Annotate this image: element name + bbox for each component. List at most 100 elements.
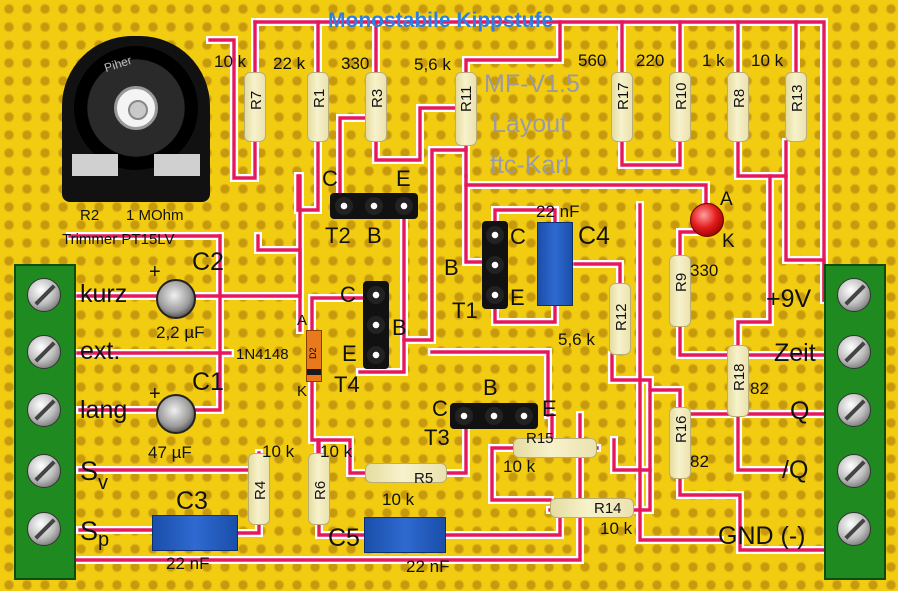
trace bbox=[638, 203, 722, 542]
trimmer-leg-right bbox=[154, 154, 200, 176]
terminal-label-q: Q bbox=[790, 397, 810, 425]
screw-ext[interactable] bbox=[27, 335, 61, 369]
trace bbox=[256, 234, 302, 332]
transistor-t2 bbox=[330, 193, 418, 219]
r12-ref: R12 bbox=[613, 303, 630, 331]
trace bbox=[736, 415, 788, 472]
terminal-label-gnd: GND (-) bbox=[718, 522, 806, 550]
screw-lang[interactable] bbox=[27, 393, 61, 427]
trace-outline bbox=[442, 506, 564, 539]
trace bbox=[573, 262, 622, 285]
r7-ref: R7 bbox=[248, 90, 265, 110]
screw-sp[interactable] bbox=[27, 512, 61, 546]
screw-sv[interactable] bbox=[27, 454, 61, 488]
trace bbox=[236, 523, 261, 535]
r15-ref: R15 bbox=[526, 430, 554, 447]
resistor-r4 bbox=[248, 453, 270, 525]
resistor-r7 bbox=[244, 72, 266, 142]
led bbox=[690, 203, 724, 237]
r14-ref: R14 bbox=[594, 500, 622, 517]
t1-b: B bbox=[444, 255, 459, 280]
capacitor-c1 bbox=[156, 394, 196, 434]
r17-ref: R17 bbox=[615, 82, 632, 110]
trace bbox=[358, 202, 406, 374]
trace bbox=[464, 20, 562, 74]
t2-b: B bbox=[367, 223, 382, 248]
r18-ref: R18 bbox=[731, 363, 748, 391]
resistor-r17 bbox=[611, 72, 633, 142]
terminal-label-kurz: kurz bbox=[80, 280, 128, 308]
r2-type: Trimmer PT15LV bbox=[62, 231, 175, 248]
terminal-label-lang: lang bbox=[80, 396, 128, 424]
r17-value: 560 bbox=[578, 51, 607, 70]
screw-kurz[interactable] bbox=[27, 278, 61, 312]
r8-ref: R8 bbox=[731, 88, 748, 108]
layout-author: ftc-Karl bbox=[490, 151, 570, 179]
sv-main: S bbox=[80, 456, 99, 486]
screw-nq[interactable] bbox=[837, 454, 871, 488]
terminal-label-zeit: Zeit bbox=[774, 339, 816, 367]
trace bbox=[784, 174, 826, 302]
c1-polarity: + bbox=[149, 383, 161, 405]
transistor-t3 bbox=[450, 403, 538, 429]
r15-value: 10 k bbox=[503, 457, 536, 476]
trace bbox=[68, 413, 582, 562]
capacitor-c3 bbox=[152, 515, 238, 551]
sv-sub: v bbox=[98, 472, 109, 494]
trace bbox=[736, 140, 788, 178]
trace bbox=[338, 116, 378, 206]
trace bbox=[445, 413, 468, 475]
trace bbox=[374, 106, 468, 162]
trace-outline bbox=[734, 138, 790, 180]
t3-e: E bbox=[542, 396, 557, 421]
screw-gnd[interactable] bbox=[837, 512, 871, 546]
resistor-r3 bbox=[365, 72, 387, 142]
resistor-r11 bbox=[455, 72, 477, 146]
d2-type: 1N4148 bbox=[236, 346, 289, 363]
screw-q[interactable] bbox=[837, 393, 871, 427]
r1-value: 22 k bbox=[273, 54, 306, 73]
trace-outline bbox=[676, 323, 844, 359]
trace-outline bbox=[462, 181, 710, 207]
sp-main: S bbox=[80, 516, 99, 546]
terminal-label-sp: Sp bbox=[80, 516, 109, 551]
terminal-label-sv: Sv bbox=[80, 456, 108, 494]
led-cathode: K bbox=[722, 231, 735, 252]
screw-9v[interactable] bbox=[837, 278, 871, 312]
resistor-r14 bbox=[550, 498, 634, 518]
r14-value: 10 k bbox=[600, 519, 633, 538]
resistor-r6 bbox=[308, 453, 330, 525]
trace-outline bbox=[571, 260, 624, 287]
trace bbox=[402, 148, 468, 342]
terminal-label-9v: +9V bbox=[766, 285, 812, 313]
r13-ref: R13 bbox=[789, 84, 806, 112]
r10-ref: R10 bbox=[673, 82, 690, 110]
t4-ref: T4 bbox=[334, 372, 360, 397]
trace bbox=[736, 174, 772, 347]
r10-value: 220 bbox=[636, 51, 665, 70]
trimmer-knob: Piher bbox=[74, 46, 198, 170]
trimmer-leg-left bbox=[72, 154, 118, 176]
terminal-label-nq: /Q bbox=[782, 456, 809, 484]
trace bbox=[317, 523, 366, 537]
trace bbox=[678, 477, 842, 552]
trace-outline bbox=[618, 138, 684, 169]
r5-value: 10 k bbox=[382, 490, 415, 509]
trace bbox=[317, 438, 367, 475]
t2-ref: T2 bbox=[325, 223, 351, 248]
c4-value: 22 nF bbox=[536, 202, 580, 221]
trace bbox=[490, 446, 552, 502]
screw-zeit[interactable] bbox=[837, 335, 871, 369]
trace-outline bbox=[646, 386, 684, 411]
t1-c: C bbox=[510, 224, 526, 249]
trace bbox=[78, 234, 222, 412]
c4-ref: C4 bbox=[578, 222, 610, 250]
trace bbox=[208, 38, 236, 62]
transistor-t1 bbox=[482, 221, 508, 309]
r11-value: 5,6 k bbox=[414, 55, 451, 74]
t3-c: C bbox=[432, 396, 448, 421]
c2-ref: C2 bbox=[192, 248, 224, 276]
t2-c: C bbox=[322, 166, 338, 191]
r9-ref: R9 bbox=[673, 272, 690, 292]
